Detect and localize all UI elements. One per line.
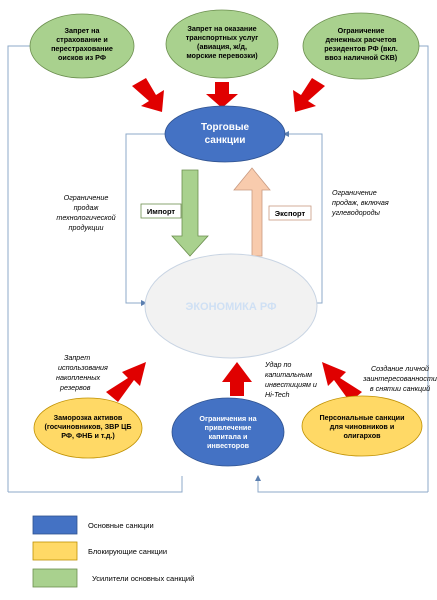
- node-transport-line-2: транспортных услуг: [186, 33, 259, 42]
- node-capital-line-1: Ограничения на: [199, 414, 257, 423]
- node-insurance-line-2: страхование и: [56, 35, 108, 44]
- export-label: Экспорт: [275, 209, 306, 218]
- red-arrow-top-center: [206, 82, 238, 108]
- red-arrow-bottom-left: [106, 362, 146, 402]
- note-capital-line-2: капитальным: [265, 370, 312, 379]
- note-sales-hydrocarbons: Ограничение продаж, включая углеводороды: [331, 188, 389, 217]
- node-personal-line-1: Персональные санкции: [319, 413, 404, 422]
- legend-label-amplifiers: Усилители основных санкций: [92, 574, 194, 583]
- legend-item-blocking: Блокирующие санкции: [32, 541, 167, 561]
- note-capital-line-1: Удар по: [264, 360, 291, 369]
- note-reserves-line-1: Запрет: [64, 353, 90, 362]
- red-arrow-top-left: [132, 78, 164, 112]
- export-label-box: Экспорт: [268, 205, 312, 221]
- red-arrow-bottom-center: [222, 362, 252, 396]
- red-arrow-bottom-right: [322, 362, 362, 402]
- node-cash-line-3: резидентов РФ (вкл.: [324, 44, 397, 53]
- legend: Основные санкции Блокирующие санкции Уси…: [32, 515, 194, 588]
- node-capital-limits: Ограничения на привлечение капитала и ин…: [171, 397, 285, 467]
- note-personal-line-3: в снятии санкций: [370, 384, 430, 393]
- note-reserves-line-2: использования: [58, 363, 108, 372]
- legend-item-main: Основные санкции: [32, 515, 154, 535]
- node-trade-sanctions: Торговые санкции: [164, 105, 286, 163]
- node-insurance-line-3: перестрахование: [51, 44, 113, 53]
- node-insurance-line-1: Запрет на: [65, 26, 101, 35]
- connector-bottom-right: [255, 475, 428, 493]
- legend-label-main: Основные санкции: [88, 521, 154, 530]
- node-cash-line-2: денежных расчетов: [326, 35, 397, 44]
- note-personal-interest: Создание личной заинтересованности в сня…: [362, 364, 437, 393]
- note-capital-invest: Удар по капитальным инвестициям и Hi-Tec…: [264, 360, 317, 399]
- legend-item-amplifiers: Усилители основных санкций: [32, 568, 194, 588]
- node-transport-line-3: (авиация, ж/д,: [197, 42, 247, 51]
- legend-swatch-main: [32, 515, 78, 535]
- node-trade-line-2: санкции: [205, 135, 246, 146]
- import-label-box: Импорт: [140, 203, 182, 219]
- note-personal-line-2: заинтересованности: [362, 374, 437, 383]
- node-cash: Ограничение денежных расчетов резидентов…: [302, 12, 420, 80]
- red-arrow-top-right: [293, 78, 325, 112]
- node-capital-line-2: привлечение: [205, 423, 252, 432]
- note-tech-line-3: технологической: [56, 213, 115, 222]
- node-insurance-line-4: оисков из РФ: [58, 53, 106, 62]
- import-label: Импорт: [147, 207, 176, 216]
- legend-swatch-amplifiers: [32, 568, 78, 588]
- red-arrows-bottom: [106, 362, 362, 402]
- note-sales-line-1: Ограничение: [332, 188, 377, 197]
- node-transport: Запрет на оказание транспортных услуг (а…: [165, 9, 279, 79]
- node-personal-sanctions: Персональные санкции для чиновников и ол…: [301, 395, 423, 457]
- note-tech-sales: Ограничение продаж технологической проду…: [56, 193, 115, 232]
- node-transport-line-1: Запрет на оказание: [187, 24, 256, 33]
- legend-label-blocking: Блокирующие санкции: [88, 547, 167, 556]
- node-personal-line-2: для чиновников и: [330, 422, 395, 431]
- node-trade-line-1: Торговые: [201, 122, 250, 133]
- node-assets-line-3: РФ, ФНБ и т.д.): [61, 431, 115, 440]
- note-personal-line-1: Создание личной: [371, 364, 429, 373]
- note-capital-line-3: инвестициям и: [265, 380, 317, 389]
- note-tech-line-2: продаж: [74, 203, 100, 212]
- import-arrow: [171, 169, 209, 257]
- note-sales-line-2: продаж, включая: [332, 198, 389, 207]
- note-sales-line-3: углеводороды: [331, 208, 381, 217]
- node-economy-title: ЭКОНОМИКА РФ: [186, 301, 277, 313]
- note-capital-line-4: Hi-Tech: [265, 390, 290, 399]
- node-insurance: Запрет на страхование и перестрахование …: [29, 13, 135, 79]
- connector-inner-right: [283, 131, 323, 304]
- node-assets-line-2: (госчиновников, ЗВР ЦБ: [44, 422, 131, 431]
- note-reserves-line-3: накопленных: [56, 373, 101, 382]
- node-cash-line-4: ввоз наличной СКВ): [325, 53, 398, 62]
- node-economy: ЭКОНОМИКА РФ: [144, 253, 318, 359]
- node-assets-freeze: Заморозка активов (госчиновников, ЗВР ЦБ…: [33, 397, 143, 459]
- connector-bottom-left: [8, 476, 183, 493]
- note-tech-line-1: Ограничение: [64, 193, 109, 202]
- node-transport-line-4: морские перевозки): [186, 51, 258, 60]
- legend-swatch-blocking: [32, 541, 78, 561]
- node-cash-line-1: Ограничение: [338, 26, 385, 35]
- node-capital-line-3: капитала и: [209, 432, 248, 441]
- connector-left-outer: [7, 45, 30, 492]
- node-personal-line-3: олигархов: [343, 431, 381, 440]
- node-assets-line-1: Заморозка активов: [54, 413, 123, 422]
- note-reserves: Запрет использования накопленных резерво…: [56, 353, 108, 392]
- note-tech-line-4: продукции: [69, 223, 104, 232]
- export-arrow: [233, 167, 271, 257]
- red-arrows-top: [132, 78, 325, 112]
- node-capital-line-4: инвесторов: [207, 441, 250, 450]
- connector-inner-left: [125, 133, 166, 306]
- note-reserves-line-4: резервов: [59, 383, 91, 392]
